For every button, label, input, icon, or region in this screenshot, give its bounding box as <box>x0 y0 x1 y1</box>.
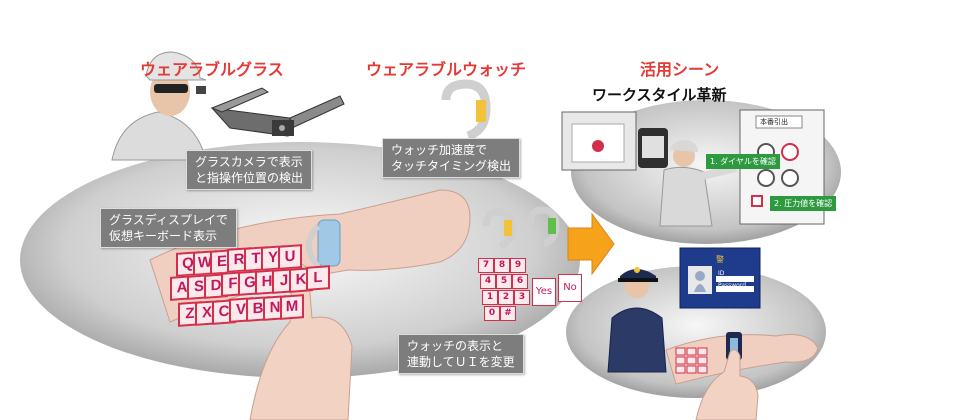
callout-glass-camera: グラスカメラで表示 と指操作位置の検出 <box>186 150 313 190</box>
virtual-key[interactable]: M <box>280 293 304 320</box>
watch-band-yellow-illustration <box>482 208 516 250</box>
step2-label: 2. 圧力値を確認 <box>770 196 837 211</box>
callout-line: ウォッチの表示と <box>407 339 504 353</box>
numpad-key[interactable]: 8 <box>494 258 510 273</box>
numpad-key[interactable]: 6 <box>512 274 528 289</box>
heading-wearable-watch: ウェアラブルウォッチ <box>366 60 527 79</box>
heading-wearable-glass: ウェアラブルグラス <box>140 60 284 79</box>
callout-line: タッチタイミング検出 <box>391 159 512 173</box>
yes-button[interactable]: Yes <box>532 278 556 306</box>
numpad-key[interactable]: 9 <box>510 258 526 273</box>
police-mini-keypad <box>675 347 708 374</box>
callout-line: 仮想キーボード表示 <box>109 229 218 243</box>
virtual-key[interactable]: U <box>278 243 302 270</box>
glasses-wearer-figure <box>111 51 207 161</box>
heading-workstyle: ワークスタイル革新 <box>592 86 727 104</box>
numpad-key[interactable]: # <box>500 306 516 321</box>
work-screen-illustration <box>561 111 668 171</box>
numpad-key[interactable]: 2 <box>498 290 514 305</box>
no-button[interactable]: No <box>558 274 582 302</box>
id-login-screen-illustration <box>679 247 761 309</box>
id-label: ID <box>718 270 725 277</box>
id-emblem: 警 <box>716 255 724 264</box>
numpad-key[interactable]: 0 <box>484 306 500 321</box>
wearable-glasses-illustration <box>210 87 345 137</box>
password-label: Password <box>718 282 747 289</box>
callout-line: グラスカメラで表示 <box>195 155 303 169</box>
watch-band-green-illustration <box>526 206 560 248</box>
numpad-key[interactable]: 5 <box>496 274 512 289</box>
numpad-key[interactable]: 3 <box>514 290 530 305</box>
numpad-key[interactable]: 1 <box>482 290 498 305</box>
heading-use-scenes: 活用シーン <box>640 60 720 79</box>
police-officer-figure <box>607 267 667 373</box>
numpad-key[interactable]: 7 <box>478 258 494 273</box>
panel-title: 本番引出 <box>760 118 788 126</box>
step1-label: 1. ダイヤルを確認 <box>706 154 780 169</box>
callout-watch-accel: ウォッチ加速度で タッチタイミング検出 <box>382 138 521 178</box>
orange-arrow-icon <box>567 212 615 276</box>
callout-line: ウォッチ加速度で <box>391 143 488 157</box>
callout-line: グラスディスプレイで <box>109 213 228 227</box>
callout-watch-ui: ウォッチの表示と 連動してＵＩを変更 <box>398 334 524 374</box>
worker-figure <box>659 140 737 227</box>
police-pointing-hand-illustration <box>695 349 759 420</box>
callout-line: 連動してＵＩを変更 <box>407 355 515 369</box>
callout-glass-display: グラスディスプレイで 仮想キーボード表示 <box>100 208 237 248</box>
callout-line: と指操作位置の検出 <box>195 171 304 185</box>
numpad-key[interactable]: 4 <box>480 274 496 289</box>
watch-band-top-illustration <box>441 79 491 141</box>
virtual-key[interactable]: L <box>306 265 330 292</box>
